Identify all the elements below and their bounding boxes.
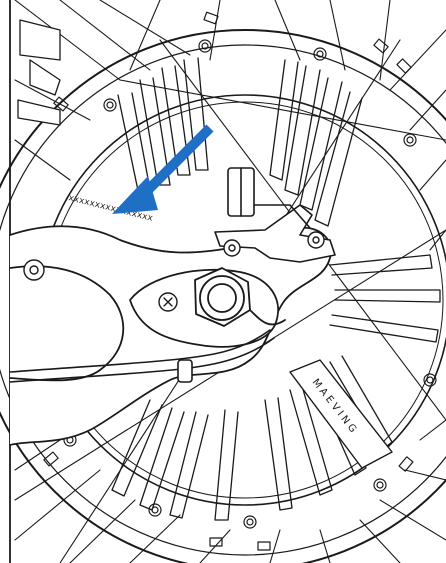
spoke-nipples bbox=[43, 11, 414, 551]
axle-nut bbox=[194, 267, 286, 327]
torque-bracket bbox=[214, 167, 336, 263]
cooling-fins-upper bbox=[117, 57, 363, 227]
pointer-arrow-icon bbox=[112, 124, 214, 214]
brand-plate bbox=[289, 359, 393, 469]
screws bbox=[23, 231, 325, 312]
motor-cable bbox=[9, 329, 275, 383]
fender-mount bbox=[17, 19, 61, 126]
frame-dropout bbox=[9, 225, 332, 446]
rim-bolts bbox=[63, 39, 437, 529]
cooling-fins-right bbox=[329, 254, 441, 343]
